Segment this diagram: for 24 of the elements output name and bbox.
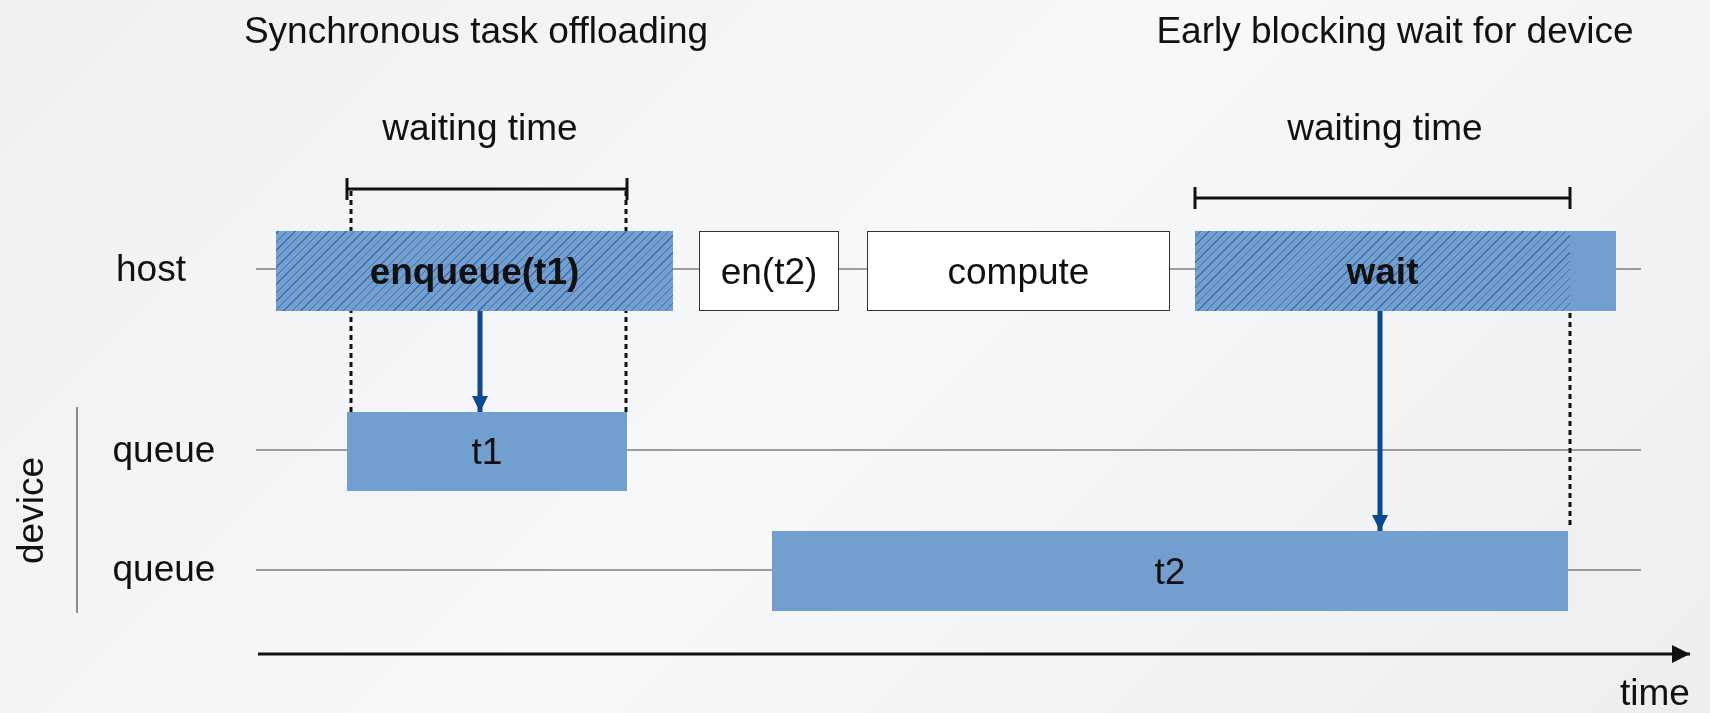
dimension-label: waiting time (1287, 106, 1483, 150)
arrow (472, 311, 488, 412)
dimension-label: waiting time (382, 106, 578, 150)
box-label: wait (1346, 252, 1419, 290)
row-label: queue (112, 428, 216, 472)
box-label: enqueue(t1) (369, 252, 580, 290)
group-label: device (11, 456, 49, 564)
task-bar (1195, 231, 1570, 311)
box-label: en(t2) (720, 252, 818, 290)
task-bar (1570, 231, 1616, 311)
box-label: compute (947, 252, 1090, 290)
task-bar (772, 531, 1568, 611)
row-label: queue (112, 547, 216, 591)
section-title: Early blocking wait for device (1156, 9, 1634, 53)
process-box (867, 231, 1170, 311)
arrow (1372, 311, 1388, 531)
section-title: Synchronous task offloading (243, 9, 709, 53)
task-bar (347, 412, 627, 491)
process-box (699, 231, 839, 311)
task-bar (276, 231, 673, 311)
axis-label: time (1620, 671, 1690, 713)
box-label: t2 (1154, 552, 1186, 590)
row-label: host (116, 247, 186, 291)
box-label: t1 (471, 433, 503, 470)
